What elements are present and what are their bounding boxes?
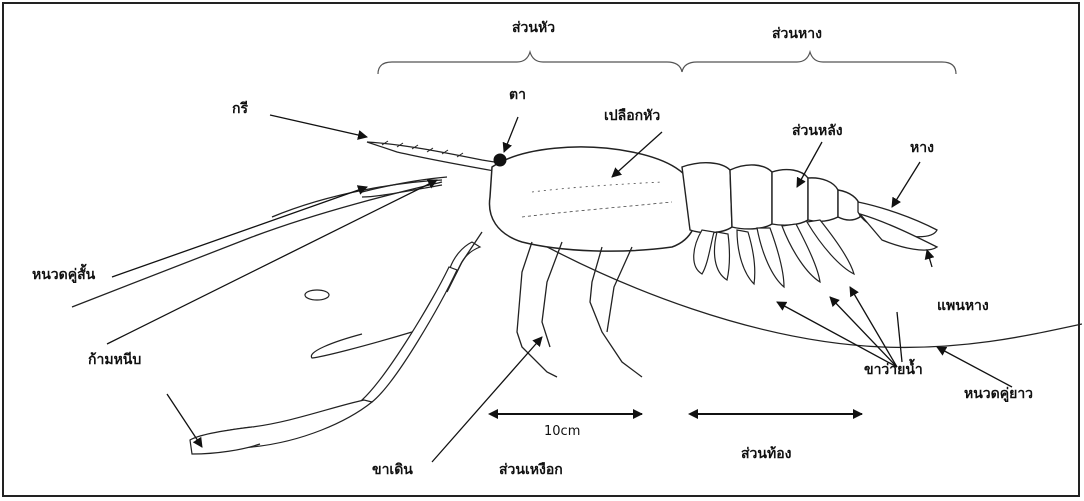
abdomen-segments: [682, 163, 860, 233]
carapace-shape: [489, 147, 697, 251]
swimming-legs-label: ขาว่ายน้ำ: [864, 362, 923, 378]
tail-section-label: ส่วนหาง: [772, 26, 822, 42]
prawn-anatomy-drawing: [4, 4, 1082, 499]
head-brace: [378, 52, 682, 74]
tail-fan-shape: [858, 202, 937, 250]
tail-fan-label: แพนหาง: [937, 298, 989, 314]
claw-label: ก้ามหนีบ: [88, 352, 141, 368]
short-antennae-label: หนวดคู่สั้น: [32, 267, 95, 283]
long-antennae-label: หนวดคู่ยาว: [964, 386, 1033, 402]
gills-label: ส่วนเหงือก: [499, 462, 563, 478]
tail-section-brace: [682, 52, 956, 74]
walking-legs-label: ขาเดิน: [372, 462, 413, 478]
scale-label: 10cm: [544, 424, 580, 440]
walking-legs: [447, 232, 642, 377]
carapace-label: เปลือกหัว: [604, 108, 660, 124]
abdomen-label: ส่วนท้อง: [741, 446, 791, 462]
head-section-label: ส่วนหัว: [512, 20, 555, 36]
rostrum-label: กรี: [232, 101, 248, 117]
eye-shape: [494, 154, 506, 166]
eye-label: ตา: [509, 87, 526, 103]
tail-label: หาง: [910, 140, 934, 156]
back-label: ส่วนหลัง: [792, 123, 843, 139]
claw-arm: [190, 242, 480, 454]
rostrum-shape: [367, 142, 507, 172]
